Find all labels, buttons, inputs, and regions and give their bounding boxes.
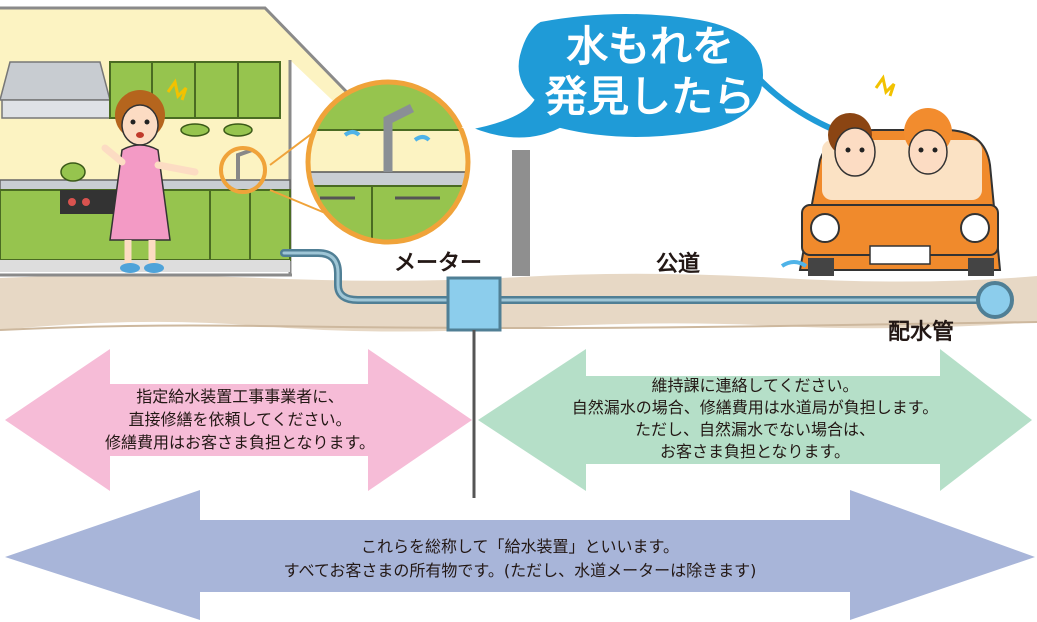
water-meter-box	[446, 276, 502, 332]
right-arrow-line-2: 自然漏水の場合、修繕費用は水道局が負担します。	[571, 398, 939, 417]
distribution-pipe-end	[976, 281, 1014, 319]
right-arrow-line-1: 維持課に連絡してください。	[651, 376, 859, 395]
car-with-people	[780, 74, 1002, 276]
bottom-arrow-line-2: すべてお客さまの所有物です。(ただし、水道メーターは除きます)	[283, 561, 757, 580]
bottom-arrow-text: これらを総称して「給水装置」といいます。 すべてお客さまの所有物です。(ただし、…	[170, 535, 870, 583]
bubble-line-1: 水もれを	[565, 22, 734, 71]
right-arrow	[478, 349, 1032, 491]
bubble-text: 水もれを 発見したら	[540, 22, 760, 122]
right-arrow-line-3: ただし、自然漏水でない場合は、	[634, 420, 875, 439]
bottom-arrow	[5, 490, 1035, 620]
distribution-pipe-label: 配水管	[888, 320, 955, 345]
bubble-line-2: 発見したら	[544, 72, 755, 121]
right-arrow-line-4: お客さま負担となります。	[660, 442, 850, 461]
pole	[512, 150, 530, 276]
speech-bubble	[461, 9, 768, 142]
bottom-arrow-line-1: これらを総称して「給水装置」といいます。	[361, 537, 679, 556]
right-arrow-text: 維持課に連絡してください。 自然漏水の場合、修繕費用は水道局が負担します。 ただ…	[520, 375, 990, 463]
left-arrow	[5, 349, 472, 491]
meter-label: メーター	[394, 251, 483, 276]
left-arrow-line-3: 修繕費用はお客さま負担となります。	[105, 433, 375, 452]
left-arrow-line-1: 指定給水装置工事事業者に、	[136, 387, 344, 406]
public-road-label: 公道	[656, 252, 701, 277]
left-arrow-text: 指定給水装置工事事業者に、 直接修繕を依頼してください。 修繕費用はお客さま負担…	[70, 385, 410, 454]
woman-figure	[101, 78, 199, 273]
left-arrow-line-2: 直接修繕を依頼してください。	[128, 410, 352, 429]
